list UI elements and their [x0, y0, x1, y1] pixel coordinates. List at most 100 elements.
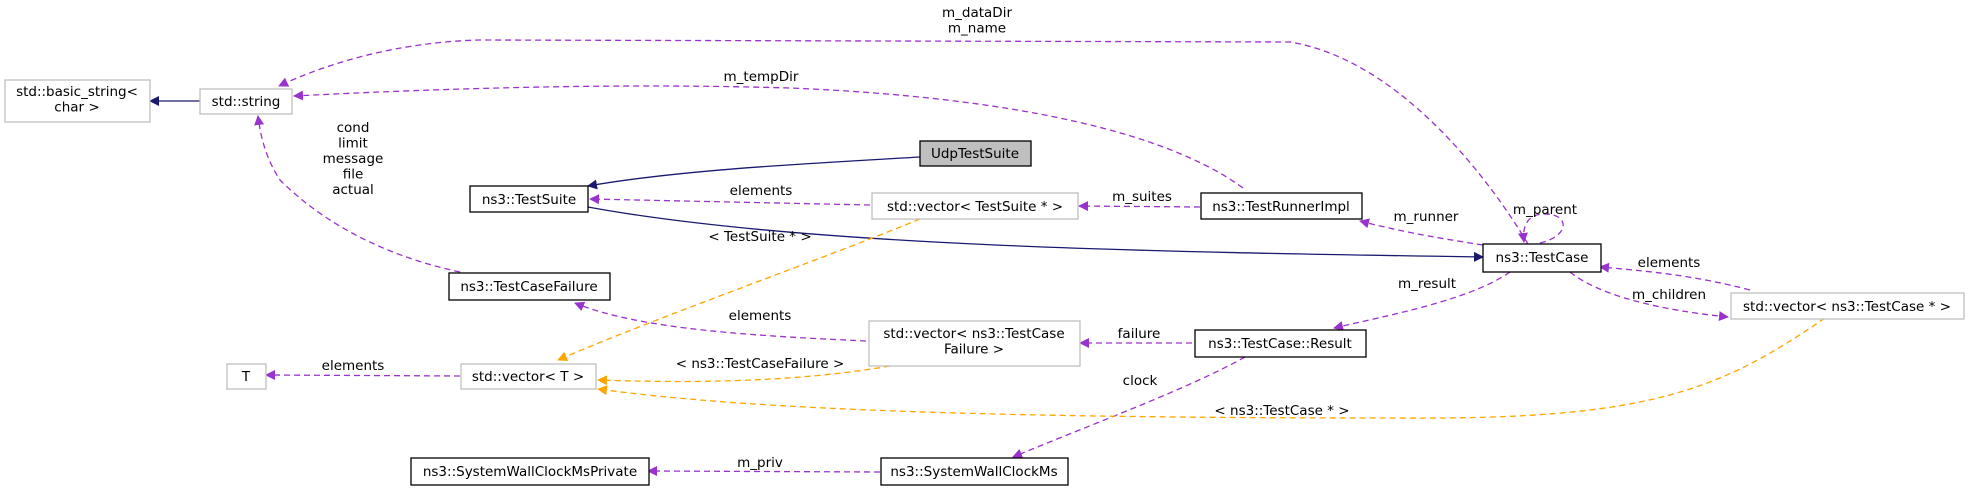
node-std-vector-test-case-failure-label-line: Failure >: [944, 342, 1004, 358]
node-udp-test-suite-label-line: UdpTestSuite: [931, 146, 1019, 162]
label-priv: m_priv: [737, 455, 783, 471]
label-tpl-test-suite: < TestSuite * >: [708, 229, 811, 245]
edge-test-case-to-string: [278, 39, 1529, 245]
node-std-vector-t-label-line: std::vector< T >: [472, 369, 584, 385]
label-runner-line: m_runner: [1394, 209, 1459, 225]
edge-test-runner-impl-to-string: [293, 85, 1244, 189]
node-t-label-line: T: [241, 369, 251, 385]
edge-vector-test-case-to-test-case: [1599, 262, 1751, 291]
node-std-vector-t[interactable]: std::vector< T >: [460, 363, 597, 390]
node-std-string[interactable]: std::string: [199, 88, 293, 115]
node-std-vector-test-suite-label-line: std::vector< TestSuite * >: [887, 199, 1063, 215]
label-children-line: m_children: [1632, 287, 1706, 303]
edge-test-case-failure-to-string: [254, 115, 461, 273]
node-ns3-test-case[interactable]: ns3::TestCase: [1482, 243, 1602, 273]
node-std-string-label: std::string: [212, 94, 281, 110]
label-result: m_result: [1398, 276, 1456, 292]
node-ns3-test-case-result-label-line: ns3::TestCase::Result: [1208, 336, 1352, 352]
edge-test-case-parent-loop: [1517, 213, 1564, 244]
node-ns3-system-wall-clock-ms-private[interactable]: ns3::SystemWallClockMsPrivate: [410, 457, 650, 486]
label-suite-elements: elements: [730, 183, 793, 199]
label-failure-fields-line: actual: [332, 182, 374, 198]
edge-udp-test-suite-to-test-suite: [587, 156, 921, 190]
label-t-elements: elements: [322, 358, 385, 374]
node-ns3-system-wall-clock-ms-private-label: ns3::SystemWallClockMsPrivate: [423, 464, 637, 480]
node-ns3-test-case-failure-label-line: ns3::TestCaseFailure: [460, 279, 597, 295]
edges: [149, 39, 1826, 477]
edge-test-case-to-test-case-result: [1333, 271, 1511, 331]
label-tpl-test-case: < ns3::TestCase * >: [1214, 403, 1349, 419]
label-data-dir-name-line: m_dataDir: [942, 5, 1012, 21]
label-temp-dir: m_tempDir: [724, 69, 799, 85]
label-clock-line: clock: [1123, 373, 1158, 389]
label-tpl-test-case-failure: < ns3::TestCaseFailure >: [676, 356, 845, 372]
edge-vector-test-case-to-vector-t: [597, 317, 1826, 419]
edge-test-case-to-vector-test-case: [1569, 271, 1729, 322]
label-failure-fields-line: limit: [338, 136, 368, 152]
node-t-label: T: [241, 369, 251, 385]
edge-test-suite-to-test-case: [587, 206, 1484, 262]
label-tpl-test-case-failure-line: < ns3::TestCaseFailure >: [676, 356, 845, 372]
label-children: m_children: [1632, 287, 1706, 303]
node-ns3-test-runner-impl-label-line: ns3::TestRunnerImpl: [1212, 199, 1350, 215]
node-std-vector-test-case[interactable]: std::vector< ns3::TestCase * >: [1730, 292, 1965, 320]
edge-vector-t-to-t: [265, 370, 461, 381]
node-ns3-system-wall-clock-ms-label-line: ns3::SystemWallClockMs: [890, 464, 1057, 480]
label-suite-elements-line: elements: [730, 183, 793, 199]
node-ns3-test-runner-impl[interactable]: ns3::TestRunnerImpl: [1200, 192, 1363, 220]
node-ns3-test-suite-label-line: ns3::TestSuite: [482, 192, 576, 208]
node-ns3-test-case-label-line: ns3::TestCase: [1496, 250, 1589, 266]
nodes: std::basic_string<char > std::string Udp…: [4, 79, 1965, 486]
node-ns3-test-suite-label: ns3::TestSuite: [482, 192, 576, 208]
edge-test-runner-impl-to-vector-test-suite: [1078, 201, 1201, 212]
node-ns3-test-case-failure[interactable]: ns3::TestCaseFailure: [448, 272, 611, 301]
label-failure-line: failure: [1118, 326, 1161, 342]
node-ns3-test-suite[interactable]: ns3::TestSuite: [469, 185, 589, 213]
node-ns3-test-runner-impl-label: ns3::TestRunnerImpl: [1212, 199, 1350, 215]
label-failure-elements: elements: [729, 308, 792, 324]
node-ns3-system-wall-clock-ms-label: ns3::SystemWallClockMs: [890, 464, 1057, 480]
label-suites-line: m_suites: [1112, 189, 1172, 205]
node-std-vector-test-case-label: std::vector< ns3::TestCase * >: [1743, 299, 1951, 315]
node-t[interactable]: T: [226, 363, 267, 390]
edge-vector-test-suite-to-vector-t: [557, 218, 921, 361]
label-temp-dir-line: m_tempDir: [724, 69, 799, 85]
node-std-vector-test-case-label-line: std::vector< ns3::TestCase * >: [1743, 299, 1951, 315]
node-ns3-test-case-result-label: ns3::TestCase::Result: [1208, 336, 1352, 352]
label-priv-line: m_priv: [737, 455, 783, 471]
node-std-basic-string[interactable]: std::basic_string<char >: [4, 79, 151, 123]
edge-vector-failure-to-vector-t: [597, 365, 891, 386]
label-clock: clock: [1123, 373, 1158, 389]
node-ns3-system-wall-clock-ms-private-label-line: ns3::SystemWallClockMsPrivate: [423, 464, 637, 480]
node-std-basic-string-label-line: char >: [54, 100, 99, 116]
edge-test-case-to-test-runner-impl: [1359, 218, 1484, 246]
node-udp-test-suite[interactable]: UdpTestSuite: [919, 140, 1032, 167]
label-tpl-test-case-line: < ns3::TestCase * >: [1214, 403, 1349, 419]
label-case-elements: elements: [1638, 255, 1701, 271]
label-t-elements-line: elements: [322, 358, 385, 374]
node-ns3-system-wall-clock-ms[interactable]: ns3::SystemWallClockMs: [880, 457, 1069, 486]
edge-vector-test-suite-to-test-suite: [589, 194, 871, 206]
label-result-line: m_result: [1398, 276, 1456, 292]
label-case-elements-line: elements: [1638, 255, 1701, 271]
label-tpl-test-suite-line: < TestSuite * >: [708, 229, 811, 245]
node-std-vector-test-suite[interactable]: std::vector< TestSuite * >: [871, 192, 1079, 220]
label-failure-fields-line: cond: [337, 120, 370, 136]
node-std-vector-test-suite-label: std::vector< TestSuite * >: [887, 199, 1063, 215]
node-ns3-test-case-label: ns3::TestCase: [1496, 250, 1589, 266]
node-std-vector-t-label: std::vector< T >: [472, 369, 584, 385]
label-runner: m_runner: [1394, 209, 1459, 225]
label-failure-fields-line: file: [343, 167, 364, 183]
node-std-vector-test-case-failure-label-line: std::vector< ns3::TestCase: [883, 326, 1064, 342]
node-ns3-test-case-result[interactable]: ns3::TestCase::Result: [1194, 329, 1367, 358]
edge-vector-failure-to-test-case-failure: [574, 301, 867, 342]
label-data-dir-name-line: m_name: [948, 21, 1006, 37]
node-std-basic-string-label-line: std::basic_string<: [16, 84, 138, 100]
node-udp-test-suite-label: UdpTestSuite: [931, 146, 1019, 162]
node-std-basic-string-label: std::basic_string<char >: [16, 84, 138, 116]
